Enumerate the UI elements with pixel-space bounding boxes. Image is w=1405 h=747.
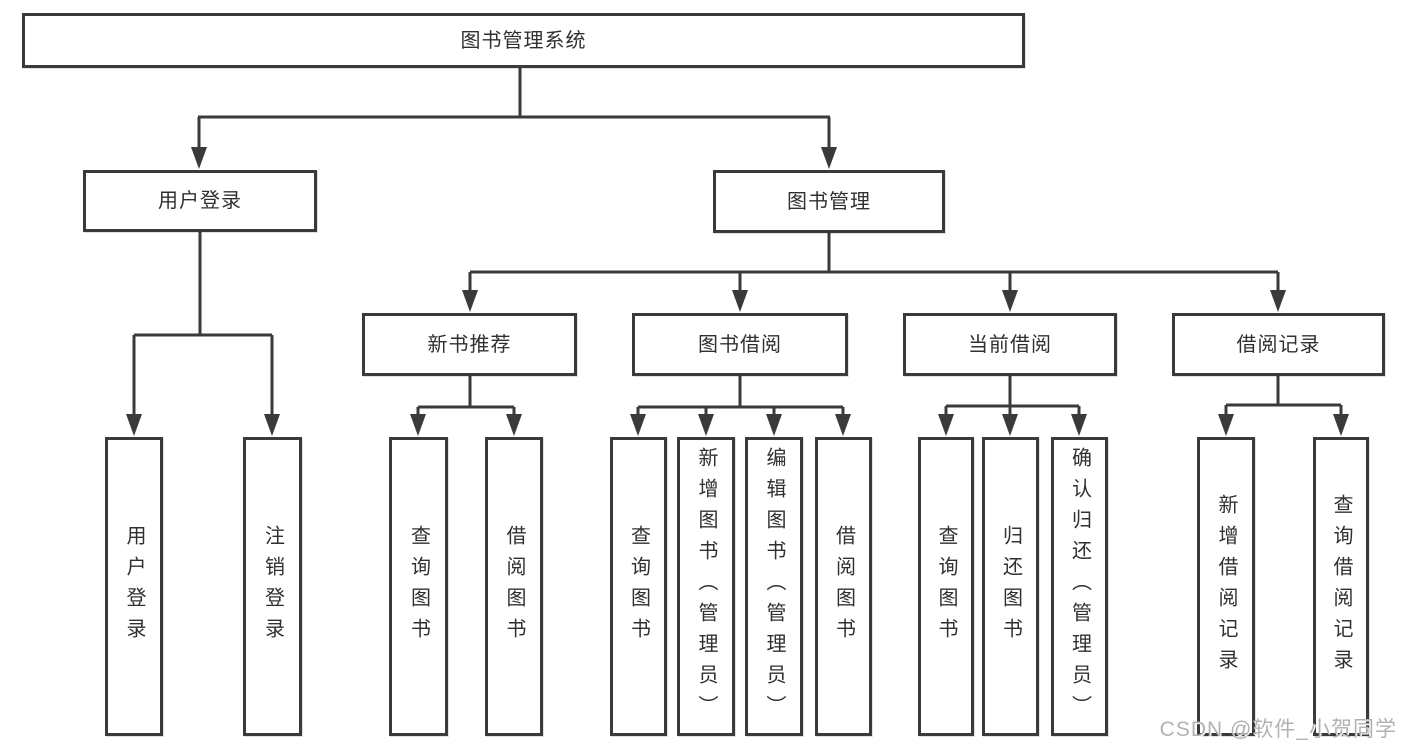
node-label: 查询图书 [407, 524, 430, 649]
node-current-borrowing: 当前借阅 [903, 313, 1117, 376]
node-book-borrowing: 图书借阅 [632, 313, 848, 376]
node-borrowing-records: 借阅记录 [1172, 313, 1385, 376]
node-label: 新书推荐 [427, 333, 512, 356]
node-label: 当前借阅 [968, 333, 1052, 356]
node-label: 查询图书 [935, 524, 957, 649]
node-query-books-recommend: 查询图书 [389, 437, 448, 736]
node-add-borrow-record: 新增借阅记录 [1197, 437, 1255, 736]
node-label: 确认归还（管理员） [1068, 447, 1091, 726]
node-label: 借阅图书 [503, 524, 525, 649]
node-library-management-system: 图书管理系统 [22, 13, 1025, 68]
node-edit-books-admin: 编辑图书（管理员） [745, 437, 803, 736]
node-add-books-admin: 新增图书（管理员） [677, 437, 735, 736]
node-borrow-books-recommend: 借阅图书 [485, 437, 543, 736]
node-query-borrow-record: 查询借阅记录 [1313, 437, 1369, 736]
node-user-login-group: 用户登录 [83, 170, 317, 232]
node-confirm-return-admin: 确认归还（管理员） [1051, 437, 1108, 736]
node-label: 新增借阅记录 [1215, 493, 1237, 680]
node-query-books-current: 查询图书 [918, 437, 974, 736]
node-borrow-books: 借阅图书 [815, 437, 872, 736]
node-label: 借阅记录 [1236, 333, 1321, 356]
csdn-watermark: CSDN @软件_小贺同学 [1159, 718, 1397, 741]
node-label: 归还图书 [999, 524, 1022, 649]
node-user-login: 用户登录 [105, 437, 163, 736]
node-book-management: 图书管理 [713, 170, 945, 233]
node-return-books: 归还图书 [982, 437, 1039, 736]
node-label: 查询借阅记录 [1330, 493, 1352, 680]
node-label: 编辑图书（管理员） [763, 447, 785, 726]
node-label: 图书管理 [787, 190, 871, 213]
node-label: 借阅图书 [832, 524, 855, 649]
node-label: 图书借阅 [698, 333, 782, 356]
node-label: 新增图书（管理员） [695, 447, 717, 726]
node-label: 用户登录 [123, 524, 145, 649]
node-new-book-recommendation: 新书推荐 [362, 313, 577, 376]
node-logout: 注销登录 [243, 437, 302, 736]
node-query-books-borrowing: 查询图书 [610, 437, 667, 736]
node-label: 查询图书 [627, 524, 650, 649]
node-label: 图书管理系统 [460, 29, 587, 52]
node-label: 用户登录 [158, 190, 242, 212]
node-label: 注销登录 [261, 524, 284, 649]
